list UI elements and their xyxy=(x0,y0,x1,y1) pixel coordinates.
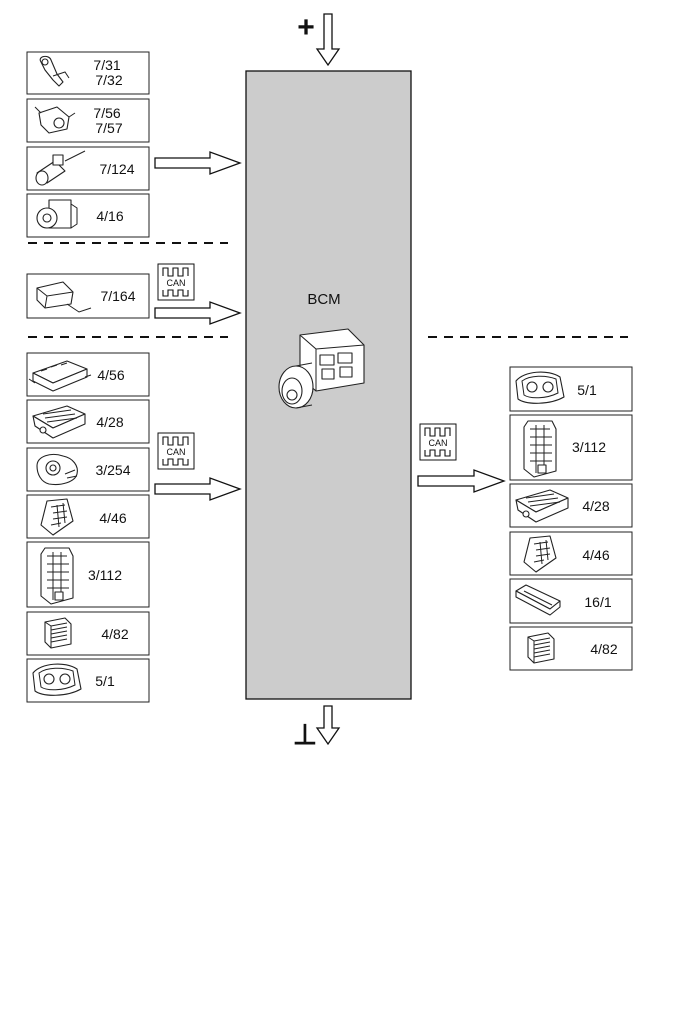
component-label: 7/56 7/57 xyxy=(93,105,124,136)
input-arrow-1 xyxy=(154,151,242,175)
keyless-module-icon xyxy=(40,498,74,536)
component-label: 4/82 xyxy=(101,626,128,642)
radio-module-icon xyxy=(32,405,86,439)
label-line: 7/31 xyxy=(93,57,120,73)
can-label: CAN xyxy=(428,438,447,448)
can-symbol-1: CAN xyxy=(157,263,195,301)
bcm-label: BCM xyxy=(307,291,340,308)
component-label: 4/28 xyxy=(582,498,609,514)
switch-assembly-icon xyxy=(36,453,78,486)
component-box-16-1: 16/1 xyxy=(509,578,633,624)
component-label: 16/1 xyxy=(584,594,611,610)
bcm-module-icon xyxy=(278,328,365,409)
component-box-3-112-right: 3/112 xyxy=(509,414,633,481)
solenoid-sensor-icon xyxy=(35,150,86,186)
ignition-key-icon xyxy=(39,55,70,87)
component-label: 4/28 xyxy=(96,414,123,430)
component-label: 7/31 7/32 xyxy=(93,57,124,88)
component-box-4-56: 4/56 xyxy=(26,352,150,397)
control-module-icon xyxy=(28,360,92,392)
instrument-cluster-icon xyxy=(515,371,565,404)
component-box-5-1-right: 5/1 xyxy=(509,366,633,412)
ground-symbol: ⊥ xyxy=(293,719,317,750)
component-box-7-124: 7/124 xyxy=(26,146,150,191)
can-label: CAN xyxy=(166,278,185,288)
component-label: 5/1 xyxy=(95,673,115,689)
component-box-4-16: 4/16 xyxy=(26,193,150,238)
siren-icon xyxy=(36,199,78,229)
component-box-4-82-left: 4/82 xyxy=(26,611,150,656)
component-label: 3/254 xyxy=(95,462,130,478)
component-label: 4/82 xyxy=(590,641,617,657)
sensor-icon xyxy=(34,106,76,134)
radio-module-icon xyxy=(515,489,569,523)
plus-symbol: + xyxy=(297,11,315,44)
supply-arrow xyxy=(315,13,341,67)
component-box-3-112-left: 3/112 xyxy=(26,541,150,608)
output-arrow xyxy=(417,469,506,493)
component-label: 3/112 xyxy=(88,567,122,583)
can-label: CAN xyxy=(166,447,185,457)
component-box-4-82-right: 4/82 xyxy=(509,626,633,671)
component-box-4-28-right: 4/28 xyxy=(509,483,633,528)
component-box-4-46-left: 4/46 xyxy=(26,494,150,539)
input-arrow-2 xyxy=(154,301,242,325)
component-label: 7/164 xyxy=(100,288,135,304)
can-symbol-2: CAN xyxy=(157,432,195,470)
can-symbol-3: CAN xyxy=(419,423,457,461)
component-box-7-164: 7/164 xyxy=(26,273,150,319)
component-label: 4/16 xyxy=(96,208,123,224)
component-label: 4/46 xyxy=(99,510,126,526)
component-label: 3/112 xyxy=(572,439,606,455)
label-line: 7/32 xyxy=(95,72,122,88)
component-box-7-56-7-57: 7/56 7/57 xyxy=(26,98,150,143)
keyless-module-icon xyxy=(523,535,557,573)
component-box-4-28-left: 4/28 xyxy=(26,399,150,444)
input-arrow-3 xyxy=(154,477,242,501)
speaker-module-icon xyxy=(527,632,555,664)
component-box-3-254: 3/254 xyxy=(26,447,150,492)
tilt-sensor-icon xyxy=(36,281,92,313)
component-box-5-1-left: 5/1 xyxy=(26,658,150,703)
component-label: 4/56 xyxy=(97,367,124,383)
fuse-box-icon xyxy=(40,547,74,605)
label-line: 7/56 xyxy=(93,105,120,121)
speaker-module-icon xyxy=(44,617,72,649)
component-box-7-31-7-32: 7/31 7/32 xyxy=(26,51,150,95)
component-label: 7/124 xyxy=(99,161,134,177)
instrument-cluster-icon xyxy=(32,663,82,696)
component-box-4-46-right: 4/46 xyxy=(509,531,633,576)
ground-arrow xyxy=(315,705,341,746)
label-line: 7/57 xyxy=(95,120,122,136)
switch-panel-icon xyxy=(515,584,561,616)
fuse-box-icon xyxy=(523,420,557,478)
component-label: 5/1 xyxy=(577,382,597,398)
component-label: 4/46 xyxy=(582,547,609,563)
